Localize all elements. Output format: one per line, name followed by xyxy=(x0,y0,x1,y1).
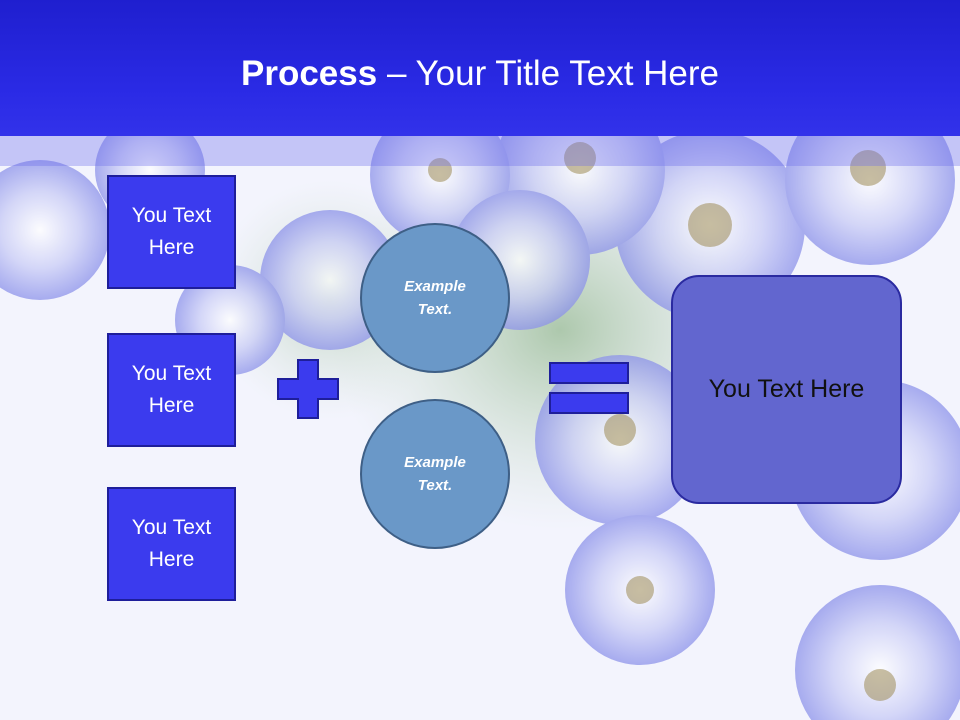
example-circle-2-label: Example Text. xyxy=(404,454,466,494)
plus-icon xyxy=(277,359,339,419)
title-bold: Process xyxy=(241,54,378,93)
example-circle-2[interactable]: Example Text. xyxy=(360,399,510,549)
equals-icon xyxy=(549,362,629,414)
input-box-3[interactable]: You Text Here xyxy=(107,487,236,601)
title-band xyxy=(0,136,960,166)
result-box[interactable]: You Text Here xyxy=(671,275,902,504)
input-box-2-label: You Text Here xyxy=(131,362,212,417)
input-box-1[interactable]: You Text Here xyxy=(107,175,236,289)
example-circle-1-label: Example Text. xyxy=(404,278,466,318)
slide-title: Process – Your Title Text Here xyxy=(0,52,960,96)
result-box-label: You Text Here xyxy=(708,375,865,403)
input-box-1-label: You Text Here xyxy=(131,204,212,259)
input-box-3-label: You Text Here xyxy=(131,516,212,571)
input-box-2[interactable]: You Text Here xyxy=(107,333,236,447)
example-circle-1[interactable]: Example Text. xyxy=(360,223,510,373)
title-bar xyxy=(0,0,960,136)
title-rest: – Your Title Text Here xyxy=(377,54,719,93)
